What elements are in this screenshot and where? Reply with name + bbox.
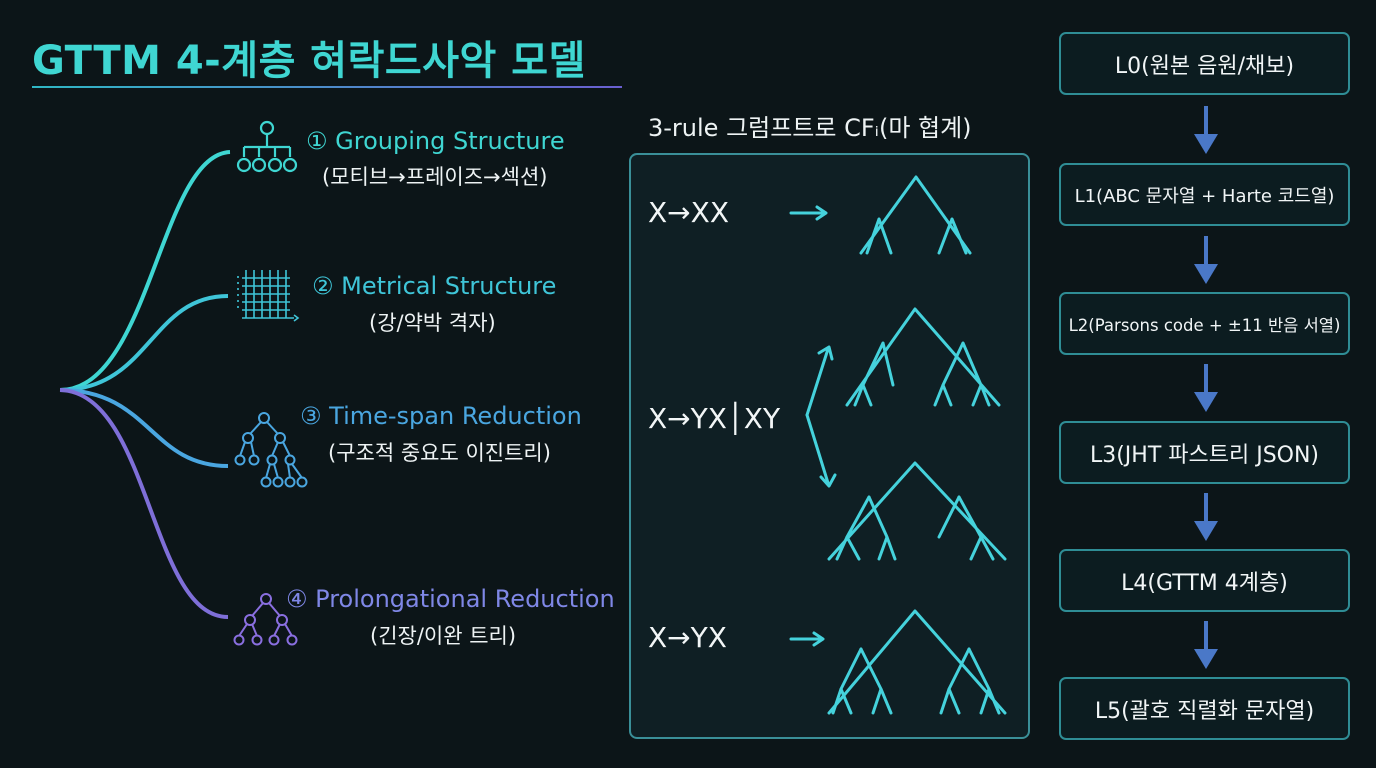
metrical-grid-icon bbox=[237, 270, 300, 322]
branch-curve-metrical bbox=[59, 294, 229, 392]
tree-xx bbox=[859, 175, 972, 255]
arrow-down-icon bbox=[1194, 236, 1218, 284]
layer-l5: L5(괄호 직렬화 문자열) bbox=[1059, 677, 1350, 740]
structure-title-metrical: ② Metrical Structure bbox=[312, 272, 557, 300]
tree-yx bbox=[845, 307, 1001, 407]
layer-l3: L3(JHT 파스트리 JSON) bbox=[1059, 421, 1350, 484]
branch-curve-timespan bbox=[59, 388, 229, 468]
branch-curve-grouping bbox=[59, 150, 231, 392]
binary-tree-icon bbox=[234, 412, 308, 488]
tree-xy bbox=[827, 461, 1007, 561]
branch-curves bbox=[59, 150, 231, 619]
arrow-down-icon bbox=[1194, 493, 1218, 541]
structure-subtitle-timespan: (구조적 중요도 이진트리) bbox=[328, 441, 551, 465]
rule-arrow-1 bbox=[789, 205, 828, 221]
structure-subtitle-prolongational: (긴장/이완 트리) bbox=[370, 624, 517, 648]
hierarchy-tree-icon bbox=[236, 120, 298, 173]
tree-yx-bottom bbox=[827, 609, 1007, 715]
grammar-trees bbox=[789, 175, 1007, 715]
rule-arrow-3 bbox=[789, 631, 825, 647]
rule-arrow-fork-up bbox=[805, 345, 834, 417]
arrow-down-icon bbox=[1194, 621, 1218, 669]
structure-subtitle-metrical: (강/약박 격자) bbox=[369, 311, 496, 335]
layer-l1: L1(ABC 문자열 + Harte 코드열) bbox=[1059, 163, 1350, 226]
arrow-down-icon bbox=[1194, 106, 1218, 154]
layer-l2: L2(Parsons code + ±11 반음 서열) bbox=[1059, 292, 1350, 355]
structure-title-grouping: ① Grouping Structure bbox=[306, 127, 565, 155]
structure-title-timespan: ③ Time-span Reduction bbox=[300, 402, 582, 430]
rule-label-3: X→YX bbox=[648, 621, 727, 654]
structure-title-prolongational: ④ Prolongational Reduction bbox=[286, 585, 615, 613]
layer-l4: L4(GTTM 4계층) bbox=[1059, 549, 1350, 612]
title-underline bbox=[32, 86, 622, 88]
grammar-heading: 3-rule 그럼프트로 CFᵢ(마 협계) bbox=[648, 114, 972, 142]
grammar-panel bbox=[629, 153, 1030, 739]
rule-label-1: X→XX bbox=[648, 196, 730, 229]
branch-curve-prolongational bbox=[59, 388, 229, 619]
arrow-down-icon bbox=[1194, 364, 1218, 412]
page-title: GTTM 4-계층 혀락드사악 모델 bbox=[32, 38, 586, 84]
tension-tree-icon bbox=[233, 593, 298, 646]
layer-l0: L0(원본 음원/채보) bbox=[1059, 32, 1350, 95]
rule-arrow-fork-down bbox=[805, 413, 837, 488]
structure-subtitle-grouping: (모티브→프레이즈→섹션) bbox=[322, 165, 548, 189]
rule-label-2: X→YX│XY bbox=[648, 402, 781, 435]
